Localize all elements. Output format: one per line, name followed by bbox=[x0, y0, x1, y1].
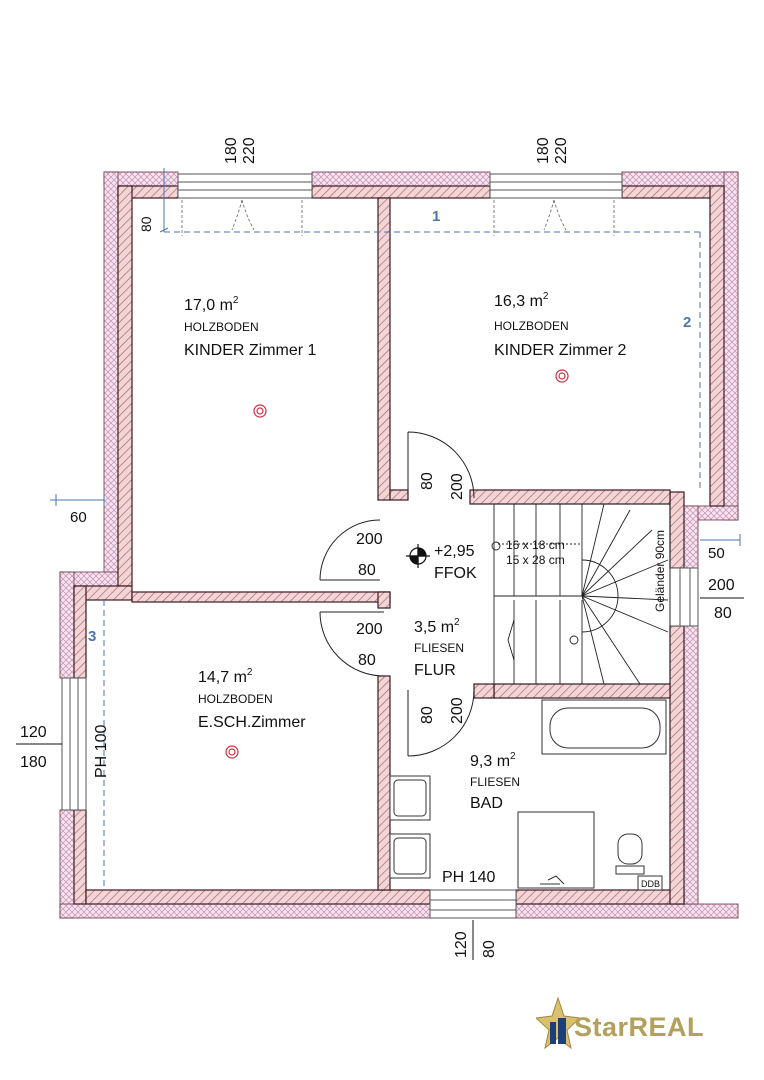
dim-top-right-a: 180 bbox=[535, 137, 552, 164]
ddb-label: DDB bbox=[641, 879, 660, 889]
dim-door-bot-a: 80 bbox=[419, 706, 436, 724]
dim-left-win-b: 180 bbox=[20, 754, 47, 771]
stairs-spec-1: 16 x 18 cm bbox=[506, 538, 565, 552]
room-floor: FLIESEN bbox=[470, 775, 520, 789]
dashed-axes bbox=[103, 231, 701, 890]
staircase bbox=[491, 503, 671, 685]
ph-bottom: PH 140 bbox=[442, 869, 495, 886]
room-name: BAD bbox=[470, 795, 503, 812]
logo-star-icon bbox=[536, 996, 580, 1050]
dim-right-win-b: 80 bbox=[714, 605, 732, 622]
room-bad: 9,3 m2 FLIESEN BAD bbox=[470, 751, 520, 812]
dim-left-60: 60 bbox=[70, 509, 87, 526]
dim-door-l2-a: 200 bbox=[356, 621, 383, 638]
dim-door-l2-b: 80 bbox=[358, 652, 376, 669]
room-area: 16,3 m2 bbox=[494, 291, 549, 310]
room-name: E.SCH.Zimmer bbox=[198, 714, 306, 731]
room-kinder1: 17,0 m2 HOLZBODEN KINDER Zimmer 1 bbox=[184, 295, 317, 359]
room-area: 14,7 m2 bbox=[198, 667, 253, 686]
ph-left: PH 100 bbox=[93, 725, 110, 778]
room-floor: HOLZBODEN bbox=[494, 319, 569, 333]
dim-bottom-a: 120 bbox=[453, 931, 470, 958]
room-name: KINDER Zimmer 2 bbox=[494, 342, 627, 359]
axis-marker-2: 2 bbox=[683, 314, 691, 331]
level-marker-icon bbox=[406, 544, 430, 568]
toilet bbox=[617, 833, 643, 865]
dim-top-left-b: 220 bbox=[241, 137, 258, 164]
room-esch: 14,7 m2 HOLZBODEN E.SCH.Zimmer bbox=[198, 667, 306, 731]
logo-text: StarREAL bbox=[574, 1012, 705, 1042]
dim-bottom-b: 80 bbox=[481, 940, 498, 958]
level-value: +2,95 bbox=[434, 543, 475, 560]
windows bbox=[61, 173, 699, 919]
dim-right-50: 50 bbox=[708, 545, 725, 562]
room-area: 3,5 m2 bbox=[414, 617, 460, 636]
axis-marker-1: 1 bbox=[432, 208, 440, 225]
window-dimension-lines bbox=[16, 597, 744, 960]
room-floor: HOLZBODEN bbox=[198, 692, 273, 706]
bath-fixtures bbox=[389, 699, 667, 891]
stairs-rail: Geländer 90cm bbox=[653, 530, 667, 612]
room-kinder2: 16,3 m2 HOLZBODEN KINDER Zimmer 2 bbox=[494, 291, 627, 359]
room-area: 17,0 m2 bbox=[184, 295, 239, 314]
shower bbox=[517, 811, 595, 889]
dim-right-win-a: 200 bbox=[708, 577, 735, 594]
room-name: FLUR bbox=[414, 662, 456, 679]
level-label: FFOK bbox=[434, 565, 477, 582]
room-flur: 3,5 m2 FLIESEN FLUR bbox=[414, 617, 464, 679]
dim-door-bot-b: 200 bbox=[449, 697, 466, 724]
dim-door-top-a: 80 bbox=[419, 472, 436, 490]
dimension-lines bbox=[50, 168, 741, 546]
doors bbox=[319, 431, 475, 757]
stairs-spec-2: 15 x 28 cm bbox=[506, 553, 565, 567]
room-area: 9,3 m2 bbox=[470, 751, 516, 770]
dim-left-win-a: 120 bbox=[20, 724, 47, 741]
axis-marker-3: 3 bbox=[88, 628, 96, 645]
dim-door-l1-a: 200 bbox=[356, 531, 383, 548]
room-name: KINDER Zimmer 1 bbox=[184, 342, 317, 359]
dim-door-l1-b: 80 bbox=[358, 562, 376, 579]
dim-left-80: 80 bbox=[138, 216, 154, 232]
dim-top-right-b: 220 bbox=[553, 137, 570, 164]
room-floor: HOLZBODEN bbox=[184, 320, 259, 334]
dim-top-left-a: 180 bbox=[223, 137, 240, 164]
window-swings bbox=[181, 199, 615, 236]
ceiling-lights bbox=[225, 369, 569, 759]
room-floor: FLIESEN bbox=[414, 641, 464, 655]
dim-door-top-b: 200 bbox=[449, 473, 466, 500]
